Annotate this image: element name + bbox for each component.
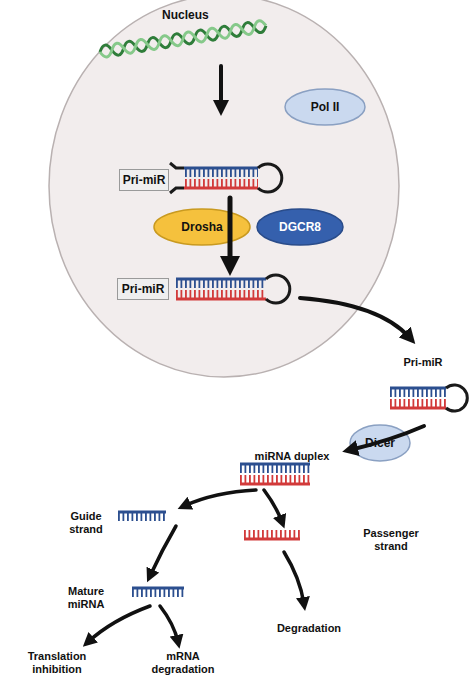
stage-label: Mature miRNA xyxy=(58,585,114,611)
enzyme-ellipse: Drosha xyxy=(153,208,251,246)
label-box: Pri-miR xyxy=(117,278,169,300)
enzyme-ellipse: Pol II xyxy=(284,88,366,126)
enzyme-ellipse: DGCR8 xyxy=(256,208,344,246)
process-arrows xyxy=(88,66,424,642)
node-label: DGCR8 xyxy=(256,208,344,246)
dna-helix xyxy=(99,20,267,58)
node-label: Pri-miR xyxy=(120,170,168,190)
stage-label: Degradation xyxy=(270,622,348,635)
guide-strand xyxy=(118,512,166,521)
node-outline xyxy=(48,0,400,378)
stage-label: Translation inhibition xyxy=(12,650,102,676)
stage-label: Pri-miR xyxy=(398,356,448,369)
stage-label: miRNA duplex xyxy=(250,450,334,463)
node-label: Drosha xyxy=(153,208,251,246)
stage-label: Guide strand xyxy=(60,510,112,536)
node-label: Dicer xyxy=(349,424,411,462)
node-label: Pri-miR xyxy=(118,279,168,299)
mature-mirna xyxy=(132,588,184,597)
pri-mirna-hairpin xyxy=(176,275,290,303)
stage-label: Passenger strand xyxy=(354,527,428,553)
passenger-strand xyxy=(244,530,300,539)
pri-mirna-hairpin xyxy=(390,385,467,411)
node-label: Nucleus xyxy=(162,8,209,22)
stage-label: mRNA degradation xyxy=(140,650,226,676)
mirna-duplex xyxy=(240,464,310,484)
label-box: Pri-miR xyxy=(119,169,169,191)
node-label: Pol II xyxy=(284,88,366,126)
pri-mirna-hairpin xyxy=(170,163,282,193)
nucleus-region: NucleusPol IIPri-miRDroshaDGCR8Pri-miR xyxy=(48,0,400,378)
enzyme-ellipse: Dicer xyxy=(349,424,411,462)
